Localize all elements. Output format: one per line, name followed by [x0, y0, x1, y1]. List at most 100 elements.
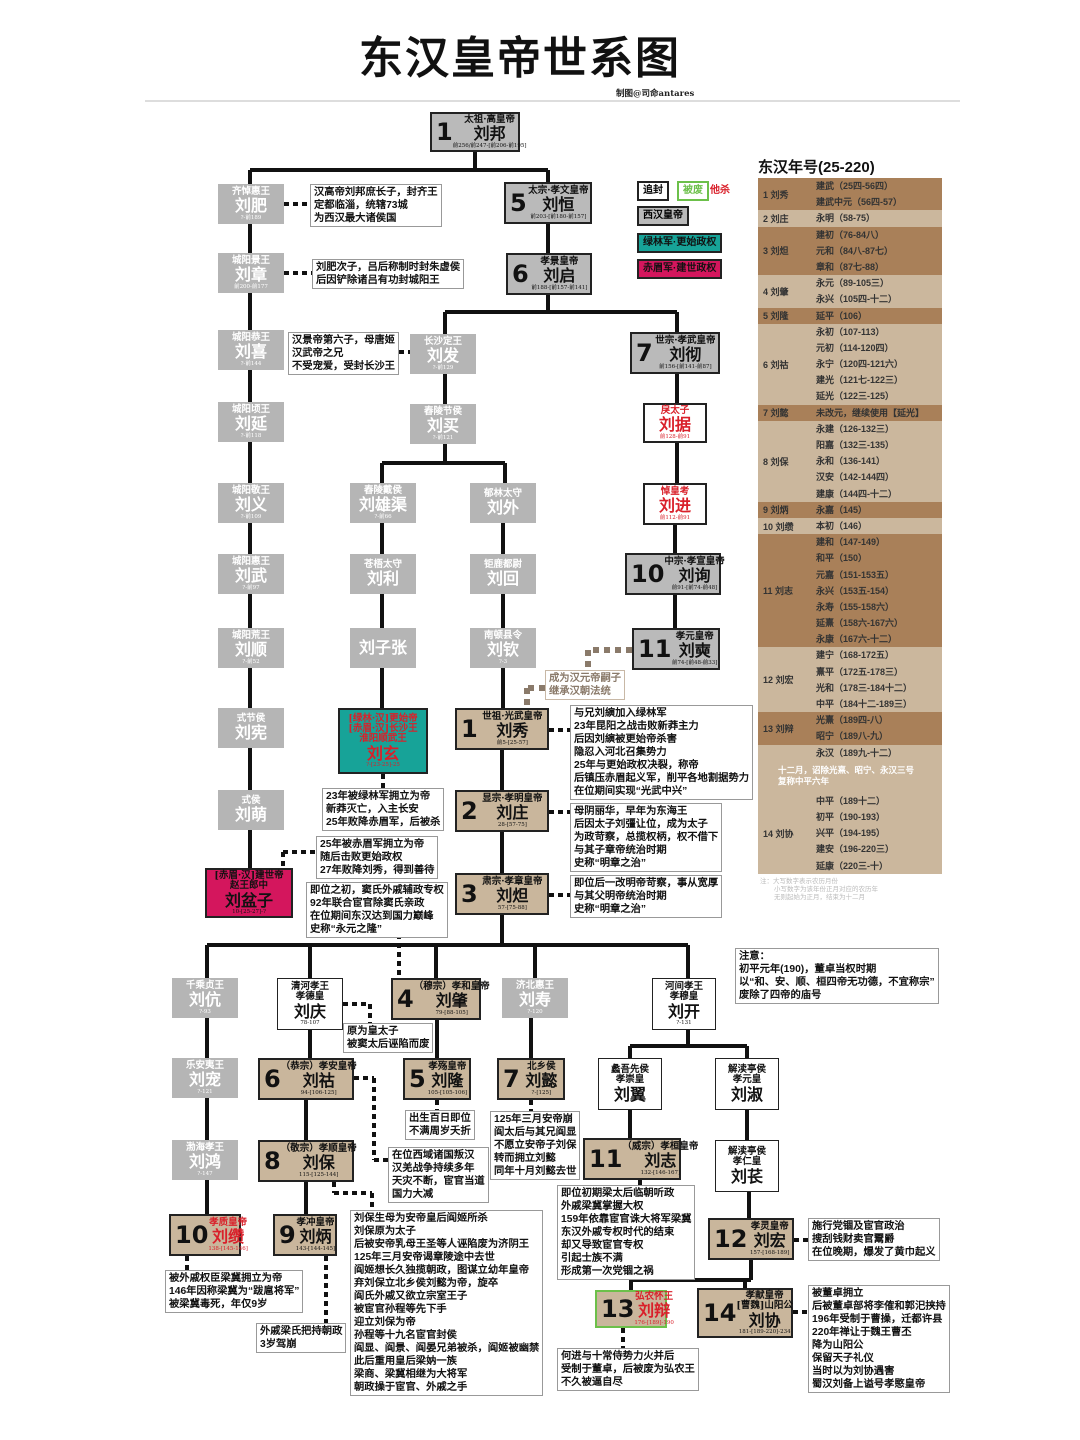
person-name: 刘宏: [753, 1231, 786, 1251]
person-title: 舂陵戴侯: [363, 484, 402, 496]
note-line: 出生百日即位: [409, 1113, 471, 1124]
reign-order-number: 7: [636, 339, 653, 367]
person-dates: ?-121: [197, 1088, 213, 1095]
footnote-line: 注：大写数字表示农历月份: [760, 877, 838, 885]
note-hu: 在位西域诸国叛汉汉羌战争持续多年天灾不断，宦官当道国力大减: [388, 1147, 489, 1203]
era-name: 永和（136-141）: [816, 456, 886, 467]
era-group: 2 刘庄永明（58-75）: [758, 210, 942, 227]
person-dates: 138-[145-146]: [208, 1245, 248, 1252]
note-fa: 汉景帝第六子，母唐姬汉武帝之兄不受宠爱，受封长沙王: [288, 332, 399, 375]
era-emperor: 14 刘协: [763, 828, 794, 839]
note-line: 后因刘縯被更始帝杀害: [574, 734, 677, 745]
person-title: 孝质皇帝: [209, 1216, 248, 1228]
person-title: 清河孝王: [290, 980, 329, 992]
person-node-liuwai: 郁林太守刘外: [470, 483, 536, 523]
person-node-liujin: 悼皇考刘进前112-前91: [643, 483, 707, 525]
person-node-liuyan: 城阳顷王刘延?-前118: [218, 402, 284, 442]
person-dates: 181-[189-220]-234: [738, 1329, 791, 1336]
legend-west-han: 西汉皇帝: [637, 206, 689, 226]
note-line: 继承汉朝法统: [549, 686, 611, 697]
person-name: 刘章: [234, 265, 267, 285]
person-title: 城阳恭王: [231, 331, 270, 343]
note-line: 降为山阳公: [812, 1340, 864, 1351]
person-dates: ?-[23-25]-25: [366, 762, 400, 769]
person-title: 世祖·光武皇帝: [482, 710, 543, 722]
person-title: 城阳顷王: [231, 403, 270, 415]
note-line: 3岁驾崩: [260, 1339, 297, 1350]
person-name: 刘盆子: [224, 890, 273, 910]
person-node-liuhui: 钜鹿都尉刘回: [470, 554, 536, 594]
reign-order-number: 6: [264, 1065, 281, 1093]
reign-order-number: 1: [436, 118, 453, 146]
person-name: 刘彻: [669, 345, 702, 365]
note-line: 后被董卓部将李傕和郭汜挟持: [812, 1301, 946, 1312]
era-name: 延平（106）: [816, 310, 868, 321]
note-yi: 125年三月安帝崩阎太后与其兄阎显不愿立安帝子刘保转而拥立刘懿同年十月刘懿去世: [490, 1111, 581, 1180]
era-group: 10 刘缵本初（146）: [758, 517, 942, 535]
note-line: 阎显、阎景、阎晏兄弟被杀，阎姬被幽禁: [354, 1343, 540, 1354]
era-name: 永元（89-105三）: [816, 278, 890, 289]
person-name: 刘回: [486, 569, 519, 589]
person-node-liuqin: 南顿县令刘钦?-3: [470, 628, 536, 668]
person-title: （恭宗）孝安皇帝: [280, 1060, 357, 1072]
note-line: 当时以为刘协遇害: [812, 1366, 895, 1377]
note-line: 梁商、梁冀相继为大将军: [354, 1369, 468, 1380]
person-name: 刘秀: [496, 721, 529, 741]
note-zhuang: 母阴丽华，早年为东海王后因太子刘彊让位，成为太子为政苛察，总揽权柄，权不借下与其…: [570, 803, 723, 872]
person-node-liuxiongqu: 舂陵戴侯刘雄渠?-前66: [350, 483, 416, 523]
note-line: 母阴丽华，早年为东海王: [574, 806, 688, 817]
person-node-liuzhang_cy: 城阳景王刘章前200-前177: [218, 253, 284, 293]
person-node-liuwu: 城阳惠王刘武?-前97: [218, 554, 284, 594]
note-line: 形成第一次党锢之祸: [561, 1266, 654, 1277]
divider: [145, 100, 960, 102]
note-line: 即位初期梁太后临朝听政: [561, 1188, 675, 1199]
era-group: 14 刘协永汉（189九-十二）十二月，诏除光熹、昭宁、永汉三号复称中平六年中平…: [758, 744, 942, 874]
person-node-liuli: 苍梧太守刘利: [350, 554, 416, 594]
person-node-liumeng: 式侯刘萌: [218, 790, 284, 830]
era-name: 永寿（155-158六）: [816, 601, 895, 612]
era-name: 永嘉（145）: [816, 504, 868, 515]
note-line: 受制于董卓，后被废为弘农王: [561, 1364, 695, 1375]
person-title: 孝灵皇帝: [750, 1220, 789, 1232]
person-node-liuchang: 解渎亭侯孝仁皇刘苌: [715, 1140, 779, 1192]
person-dates: 157-[168-189]: [749, 1249, 790, 1256]
note-line: 被董卓拥立: [812, 1288, 864, 1299]
era-name: 光和（178三-184十二）: [816, 682, 913, 693]
note-line: 后镇压赤眉起义军，削平各地割据势力: [574, 773, 750, 784]
person-node-liuhong_bh: 渤海孝王刘鸿?-147: [172, 1140, 238, 1180]
note-line: 159年依靠宦官诛大将军梁冀: [561, 1214, 692, 1225]
note-line: 在位晚期，爆发了黄巾起义: [812, 1247, 936, 1258]
person-name: 刘协: [748, 1310, 781, 1330]
person-title: 城阳景王: [231, 254, 270, 266]
person-name: 刘子张: [358, 638, 407, 658]
era-name: 建康（144四-十二）: [816, 488, 898, 499]
era-emperor: 1 刘秀: [763, 189, 789, 200]
person-name: 刘淑: [730, 1084, 763, 1104]
note-line: 迎立刘保为帝: [354, 1317, 416, 1328]
note-line: 隐忍入河北召集势力: [574, 747, 667, 758]
note-line: 在位期间实现“光武中兴”: [574, 786, 688, 797]
note-hong: 施行党锢及宦官政治搜刮钱财卖官鬻爵在位晚期，爆发了黄巾起义: [808, 1218, 940, 1261]
person-title: 渤海孝王: [185, 1141, 224, 1153]
note-line: 被外戚权臣梁冀拥立为帝: [169, 1273, 283, 1284]
person-title: 孝元皇帝: [675, 630, 714, 642]
note-line: 与其父明帝统治时期: [574, 891, 667, 902]
era-group: 1 刘秀建武（25四-56四）建武中元（56四-57）: [758, 178, 942, 211]
person-title: 舂陵节侯: [423, 405, 462, 417]
person-dates: 前188-[前157-前141]: [531, 284, 588, 291]
note-bian: 何进与十常侍势力火并后受制于董卓，后被废为弘农王不久被逼自尽: [557, 1348, 699, 1391]
person-name: 刘外: [486, 498, 519, 518]
person-node-liuchong: 乐安夷王刘宠?-121: [172, 1058, 238, 1098]
note-line: 阎姬想长久独揽朝政，图谋立幼年皇帝: [354, 1265, 530, 1276]
era-name: 建光（121七-122三）: [816, 375, 904, 386]
